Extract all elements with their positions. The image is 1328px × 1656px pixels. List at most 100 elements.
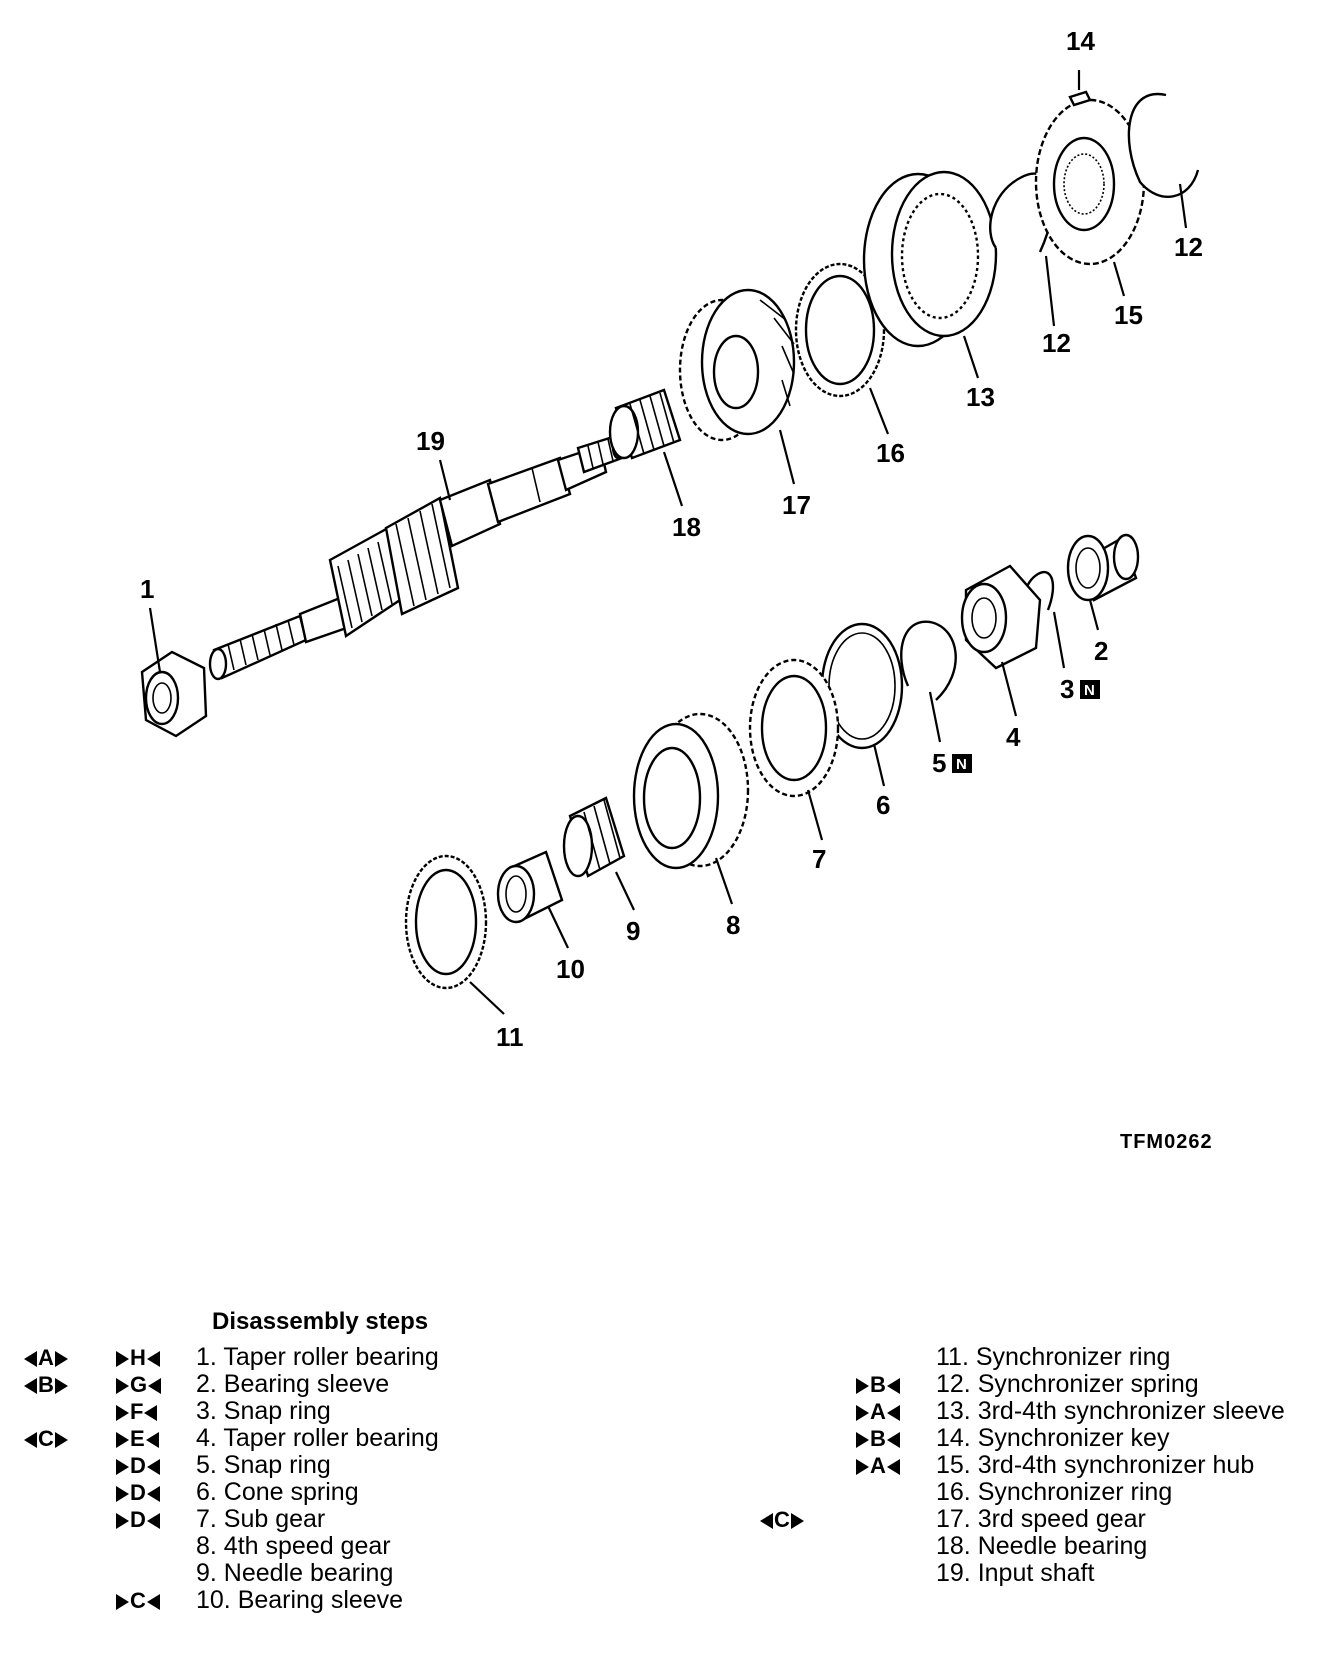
right-arrow-icon [116, 1513, 129, 1529]
synchronizer-key-14 [1068, 90, 1092, 107]
4th-speed-gear-8 [632, 712, 750, 870]
callout-2: 2 [1094, 636, 1108, 666]
removal-mark: A [24, 1344, 68, 1371]
left-arrow-icon [760, 1513, 773, 1529]
callout-18: 18 [672, 512, 701, 542]
disassembly-step: 9. Needle bearing [196, 1559, 394, 1587]
right-arrow-icon [54, 1378, 68, 1394]
removal-mark: C [760, 1506, 804, 1533]
n-badge-3-label: N [1084, 682, 1095, 699]
right-arrow-icon [116, 1459, 129, 1475]
right-arrow-icon [116, 1405, 129, 1421]
disassembly-step: 4. Taper roller bearing [196, 1424, 439, 1452]
needle-bearing-18 [608, 388, 682, 460]
callout-17: 17 [782, 490, 811, 520]
mark-letter: G [130, 1372, 148, 1397]
right-arrow-icon [856, 1459, 869, 1475]
bearing-sleeve-10 [496, 850, 564, 924]
removal-mark: B [24, 1371, 68, 1398]
installation-mark: A [856, 1452, 900, 1479]
disassembly-step: 8. 4th speed gear [196, 1532, 391, 1560]
right-arrow-icon [116, 1351, 129, 1367]
callouts: 1 2 3 N 4 5 N 6 7 8 9 10 11 12 12 13 14 … [140, 26, 1203, 1052]
callout-7: 7 [812, 844, 826, 874]
input-shaft [208, 434, 625, 681]
left-arrow-icon [146, 1594, 160, 1610]
installation-mark: A [856, 1398, 900, 1425]
callout-15: 15 [1114, 300, 1143, 330]
mark-letter: F [130, 1399, 144, 1424]
disassembly-step: 13. 3rd-4th synchronizer sleeve [936, 1397, 1285, 1425]
left-arrow-icon [24, 1378, 37, 1394]
left-arrow-icon [24, 1432, 37, 1448]
callout-5: 5 [932, 748, 946, 778]
mark-letter: B [870, 1372, 886, 1397]
callout-10: 10 [556, 954, 585, 984]
right-arrow-icon [116, 1594, 129, 1610]
left-arrow-icon [886, 1405, 900, 1421]
disassembly-step: 11. Synchronizer ring [936, 1343, 1171, 1371]
callout-6: 6 [876, 790, 890, 820]
n-badge-5-label: N [956, 756, 967, 773]
left-arrow-icon [146, 1513, 160, 1529]
mark-letter: A [870, 1399, 886, 1424]
mark-letter: D [130, 1453, 146, 1478]
callout-1: 1 [140, 574, 154, 604]
installation-mark: D [116, 1479, 160, 1506]
disassembly-step: 15. 3rd-4th synchronizer hub [936, 1451, 1255, 1479]
bearing-sleeve-2 [1066, 533, 1140, 602]
left-arrow-icon [146, 1459, 160, 1475]
callout-9: 9 [626, 916, 640, 946]
leader-lines [148, 70, 1188, 1015]
installation-mark: E [116, 1425, 159, 1452]
callout-4: 4 [1006, 722, 1021, 752]
right-arrow-icon [116, 1486, 129, 1502]
callout-8: 8 [726, 910, 740, 940]
left-arrow-icon [148, 1378, 162, 1394]
right-arrow-icon [54, 1432, 68, 1448]
disassembly-step: 6. Cone spring [196, 1478, 359, 1506]
disassembly-step: 2. Bearing sleeve [196, 1370, 390, 1398]
disassembly-step: 18. Needle bearing [936, 1532, 1148, 1560]
synchronizer-hub-15 [1034, 98, 1146, 266]
mark-letter: C [38, 1426, 54, 1451]
installation-mark: F [116, 1398, 158, 1425]
mark-letter: A [870, 1453, 886, 1478]
disassembly-step: 5. Snap ring [196, 1451, 331, 1479]
callout-12-front: 12 [1042, 328, 1071, 358]
n-badge-5 [952, 754, 972, 773]
right-arrow-icon [54, 1351, 68, 1367]
taper-roller-bearing-4 [960, 564, 1042, 670]
callout-13: 13 [966, 382, 995, 412]
removal-mark: C [24, 1425, 68, 1452]
callout-14: 14 [1066, 26, 1095, 56]
disassembly-step: 12. Synchronizer spring [936, 1370, 1199, 1398]
left-arrow-icon [146, 1486, 160, 1502]
n-badge-3 [1080, 680, 1100, 699]
synchronizer-ring-11 [404, 854, 488, 990]
mark-letter: D [130, 1480, 146, 1505]
callout-19: 19 [416, 426, 445, 456]
legend-title: Disassembly steps [212, 1308, 429, 1335]
exploded-view-drawing: 1 2 3 N 4 5 N 6 7 8 9 10 11 12 12 13 14 … [140, 26, 1213, 1153]
disassembly-step: 16. Synchronizer ring [936, 1478, 1173, 1506]
mark-letter: H [130, 1345, 146, 1370]
disassembly-step: 3. Snap ring [196, 1397, 331, 1425]
right-arrow-icon [856, 1432, 869, 1448]
mark-letter: D [130, 1507, 146, 1532]
right-arrow-icon [116, 1432, 129, 1448]
sub-gear-7 [748, 658, 840, 798]
mark-letter: A [38, 1345, 54, 1370]
installation-mark: B [856, 1371, 900, 1398]
left-arrow-icon [24, 1351, 37, 1367]
needle-bearing-9 [562, 796, 626, 878]
right-arrow-icon [790, 1513, 804, 1529]
figure-id: TFM0262 [1120, 1131, 1213, 1153]
disassembly-step: 7. Sub gear [196, 1505, 326, 1533]
disassembly-step: 14. Synchronizer key [936, 1424, 1170, 1452]
left-arrow-icon [886, 1459, 900, 1475]
callout-3: 3 [1060, 674, 1074, 704]
installation-mark: B [856, 1425, 900, 1452]
installation-mark: D [116, 1452, 160, 1479]
